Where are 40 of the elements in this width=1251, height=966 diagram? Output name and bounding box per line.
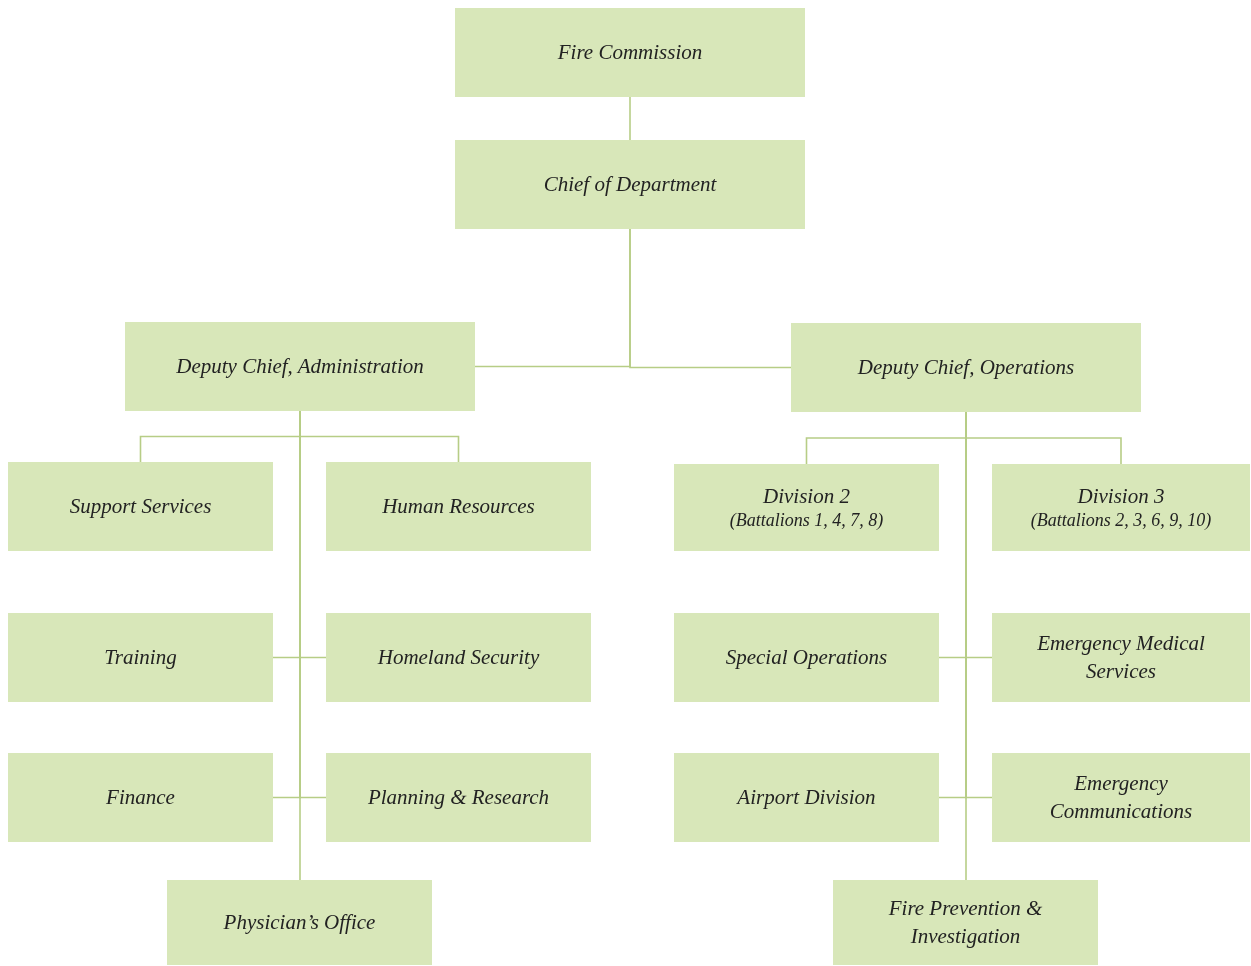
- unit-name: Physician’s Office: [223, 908, 376, 936]
- unit-name: Finance: [106, 783, 175, 811]
- org-box: [992, 753, 1250, 842]
- unit-name: Division 2: [763, 483, 850, 511]
- unit-name: Training: [104, 643, 177, 671]
- org-box: [674, 753, 939, 842]
- unit-name: Airport Division: [737, 783, 876, 811]
- org-box: [326, 753, 591, 842]
- org-box: [674, 464, 939, 551]
- org-box: [833, 880, 1098, 965]
- org-box: [8, 613, 273, 702]
- unit-name: Homeland Security: [377, 643, 540, 671]
- unit-name: Fire Commission: [557, 38, 703, 66]
- org-box: [8, 462, 273, 551]
- unit-name: Planning & Research: [367, 783, 550, 811]
- unit-name: Division 3: [1077, 483, 1165, 511]
- org-box: [455, 140, 805, 229]
- unit-name: Fire Prevention & Investigation: [887, 895, 1044, 950]
- unit-name: Special Operations: [725, 643, 888, 671]
- connector-line: [629, 228, 792, 369]
- org-box: [992, 613, 1250, 702]
- org-box: [992, 464, 1250, 551]
- unit-name: Deputy Chief, Administration: [176, 352, 424, 380]
- org-box: [791, 323, 1141, 412]
- unit-name: Chief of Department: [543, 170, 717, 198]
- org-box: [125, 322, 475, 411]
- unit-name: Deputy Chief, Operations: [857, 353, 1075, 381]
- unit-name: Emergency Medical Services: [1036, 630, 1206, 685]
- unit-detail: (Battalions 2, 3, 6, 9, 10): [1030, 510, 1212, 532]
- org-box: [674, 613, 939, 702]
- unit-name: Human Resources: [382, 492, 535, 520]
- unit-name: Support Services: [69, 492, 212, 520]
- connector-line: [629, 96, 631, 141]
- org-box: [167, 880, 432, 965]
- unit-detail: (Battalions 1, 4, 7, 8): [729, 510, 884, 532]
- org-box: [455, 8, 805, 97]
- org-box: [326, 462, 591, 551]
- org-box: [326, 613, 591, 702]
- org-box: [8, 753, 273, 842]
- unit-name: Emergency Communications: [1048, 770, 1194, 825]
